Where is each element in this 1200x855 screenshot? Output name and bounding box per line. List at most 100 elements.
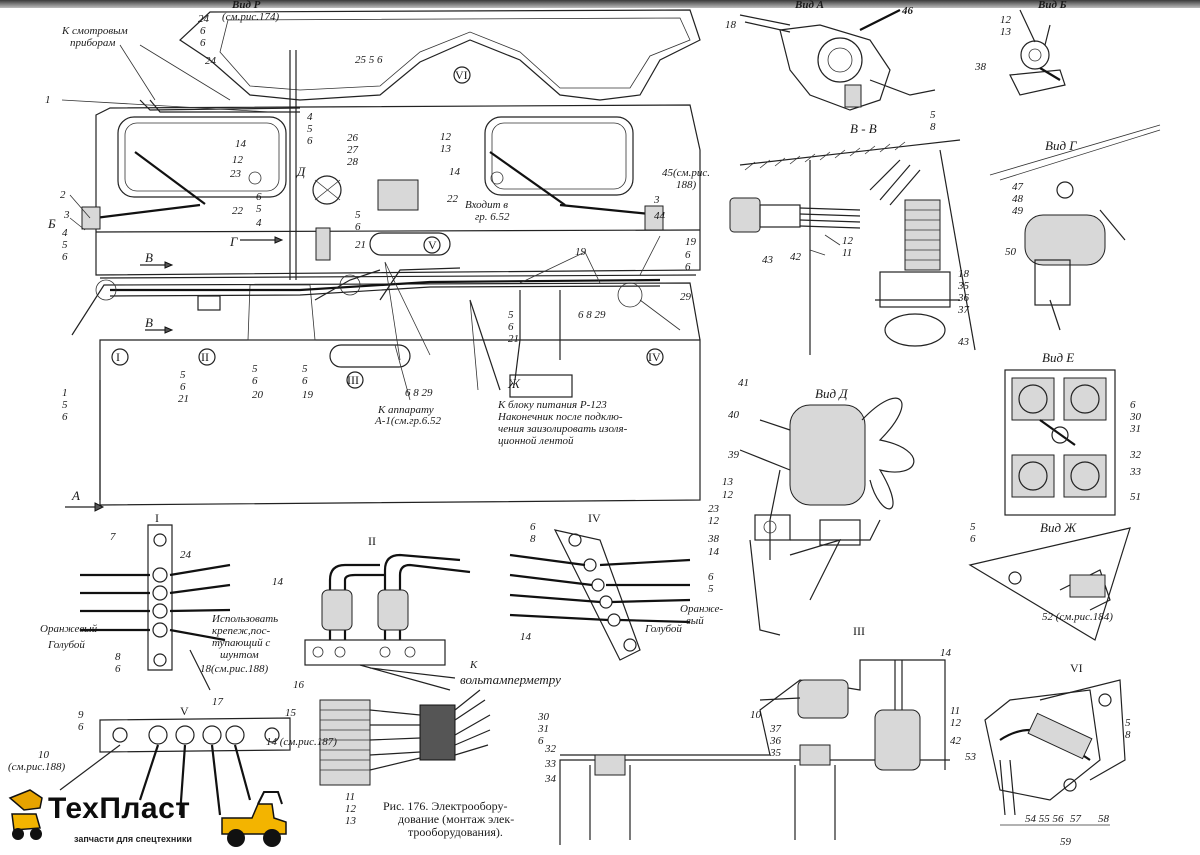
svg-text:16: 16 xyxy=(293,679,305,691)
note-k-bloku-3: чения заизолировать изоля- xyxy=(498,423,628,435)
ref-45-a: 45(см.рис. xyxy=(662,167,710,179)
view-zh-detail xyxy=(968,527,1131,641)
svg-text:40: 40 xyxy=(728,409,740,421)
detail-v xyxy=(59,717,291,816)
svg-text:6: 6 xyxy=(115,663,121,675)
note-vhodit-2: гр. 6.52 xyxy=(475,211,510,223)
svg-text:38: 38 xyxy=(974,61,987,73)
brand-part-1: Тех xyxy=(48,792,100,825)
svg-text:12: 12 xyxy=(440,131,452,143)
svg-text:6: 6 xyxy=(252,375,258,387)
svg-text:18: 18 xyxy=(958,268,970,280)
svg-text:5: 5 xyxy=(1125,717,1131,729)
marker-roman-iv: IV xyxy=(648,350,661,364)
scan-top-edge xyxy=(0,0,1200,8)
ref-52-184: 52 (см.рис.184) xyxy=(1042,611,1113,623)
svg-text:6: 6 xyxy=(708,571,714,583)
svg-text:30: 30 xyxy=(1129,411,1142,423)
wire-oranzhevy-i: Оранжевый xyxy=(40,623,98,635)
svg-text:10: 10 xyxy=(750,709,762,721)
marker-roman-ii: II xyxy=(201,350,209,364)
svg-text:5: 5 xyxy=(302,363,308,375)
svg-text:5: 5 xyxy=(180,369,186,381)
wire-oranzh-iv-a: Оранже- xyxy=(680,603,723,615)
svg-text:47: 47 xyxy=(1012,181,1024,193)
ref-10: 10 xyxy=(38,749,50,761)
note-k-bloku-4: ционной лентой xyxy=(498,435,574,447)
svg-text:41: 41 xyxy=(738,377,749,389)
svg-text:8: 8 xyxy=(530,533,536,545)
marker-roman-v: V xyxy=(428,238,437,252)
note-k: К xyxy=(469,659,478,671)
svg-text:21: 21 xyxy=(508,333,519,345)
main-hull-assembly xyxy=(61,9,701,512)
detail-i xyxy=(80,524,231,691)
svg-text:19: 19 xyxy=(302,389,314,401)
title-vid-d: Вид Д xyxy=(815,386,848,401)
svg-text:14: 14 xyxy=(235,138,247,150)
wire-goluboy-iv: Голубой xyxy=(644,623,682,635)
svg-text:19: 19 xyxy=(575,246,587,258)
svg-text:29: 29 xyxy=(680,291,692,303)
ref-14-187: 14 (см.рис.187) xyxy=(266,736,337,748)
view-b-detail xyxy=(1009,9,1066,96)
svg-text:4: 4 xyxy=(256,217,262,229)
svg-text:5: 5 xyxy=(708,583,714,595)
svg-text:3: 3 xyxy=(63,209,70,221)
marker-g: Г xyxy=(229,234,238,249)
svg-text:43: 43 xyxy=(762,254,774,266)
svg-text:33: 33 xyxy=(544,758,557,770)
svg-text:21: 21 xyxy=(355,239,366,251)
svg-text:24: 24 xyxy=(205,55,217,67)
svg-text:13: 13 xyxy=(440,143,452,155)
detail-title-vi: VI xyxy=(1070,661,1083,675)
svg-text:42: 42 xyxy=(790,251,802,263)
svg-text:13: 13 xyxy=(722,476,734,488)
svg-text:32: 32 xyxy=(1129,449,1142,461)
ref-vid-r: (см.рис.174) xyxy=(222,11,279,23)
svg-text:49: 49 xyxy=(1012,205,1024,217)
svg-text:22: 22 xyxy=(447,193,459,205)
svg-text:36: 36 xyxy=(957,292,970,304)
company-logo: ТехПласт запчасти для спецтехники xyxy=(6,784,296,852)
detail-title-iv: IV xyxy=(588,511,601,525)
brand-tagline: запчасти для спецтехники xyxy=(74,834,192,844)
svg-text:6 8 29: 6 8 29 xyxy=(405,387,433,399)
svg-text:12: 12 xyxy=(1000,14,1012,26)
marker-a: A xyxy=(71,488,80,503)
svg-text:11: 11 xyxy=(950,705,960,717)
ref-45-b: 188) xyxy=(676,179,697,191)
svg-text:6: 6 xyxy=(256,191,262,203)
detail-title-i: I xyxy=(155,511,159,525)
svg-text:24: 24 xyxy=(180,549,192,561)
svg-text:57: 57 xyxy=(1070,813,1082,825)
note-k-bloku-1: К блоку питания Р-123 xyxy=(497,399,607,411)
svg-text:12: 12 xyxy=(232,154,244,166)
svg-text:34: 34 xyxy=(544,773,557,785)
caption-line-1: Рис. 176. Электрообору- xyxy=(383,799,508,813)
svg-text:6: 6 xyxy=(307,135,313,147)
svg-text:50: 50 xyxy=(1005,246,1017,258)
svg-text:58: 58 xyxy=(1098,813,1110,825)
svg-text:54 55 56: 54 55 56 xyxy=(1025,813,1064,825)
note-k-voltampermetru: вольтамперметру xyxy=(460,672,561,687)
svg-text:6: 6 xyxy=(200,37,206,49)
svg-text:3: 3 xyxy=(653,194,660,206)
svg-text:14: 14 xyxy=(708,546,720,558)
svg-text:35: 35 xyxy=(769,747,782,759)
svg-text:22: 22 xyxy=(232,205,244,217)
detail-iii xyxy=(559,659,950,845)
title-vid-b: Вид Б xyxy=(1037,0,1067,11)
view-g-detail xyxy=(989,124,1161,331)
ref-18-188: 18(см.рис.188) xyxy=(200,663,268,675)
svg-text:8: 8 xyxy=(115,651,121,663)
caption-line-3: трооборудования). xyxy=(408,825,503,839)
truck-icon xyxy=(8,789,43,840)
detail-title-iii: III xyxy=(853,624,865,638)
svg-text:12: 12 xyxy=(950,717,962,729)
svg-text:4: 4 xyxy=(307,111,313,123)
svg-text:1: 1 xyxy=(62,387,68,399)
svg-text:48: 48 xyxy=(1012,193,1024,205)
